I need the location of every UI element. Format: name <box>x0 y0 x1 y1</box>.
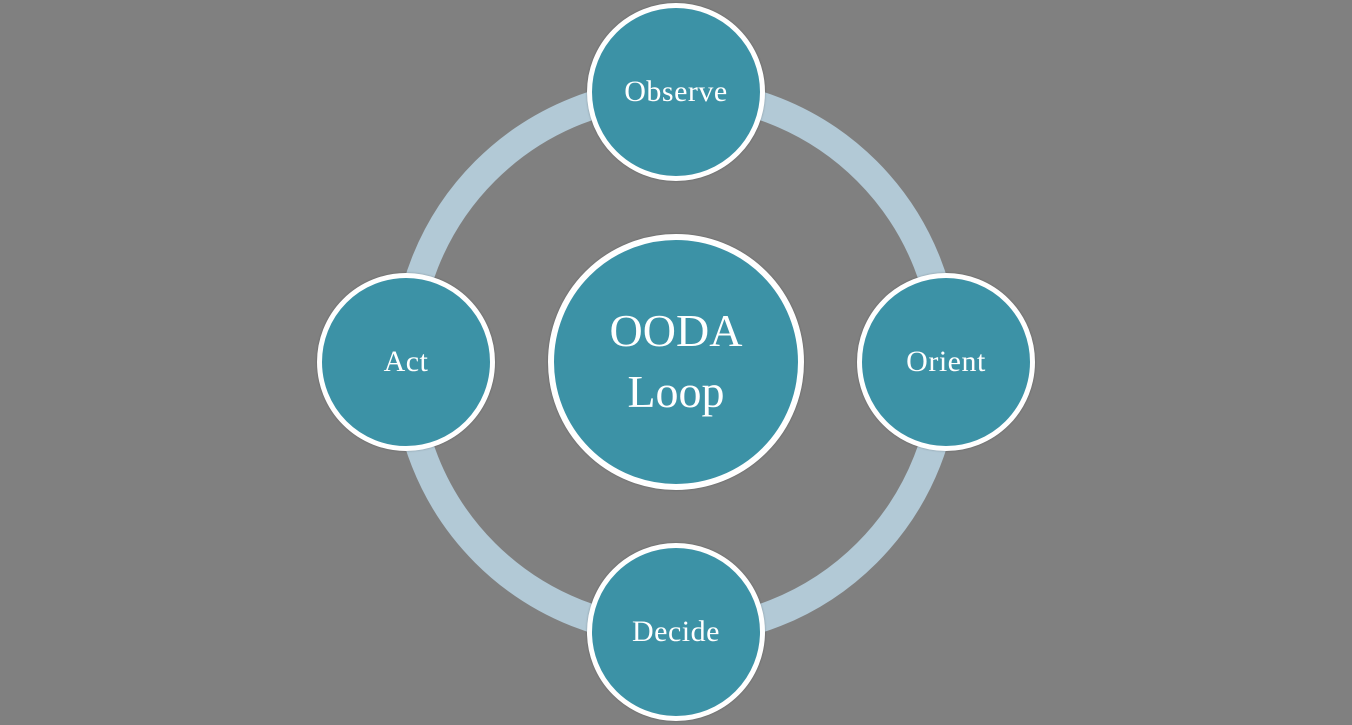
center-node-label-line1: OODA <box>609 305 743 357</box>
node-orient: Orient <box>857 273 1035 451</box>
node-act: Act <box>317 273 495 451</box>
node-decide: Decide <box>587 543 765 721</box>
center-node-label: OODA Loop <box>610 301 743 422</box>
node-orient-label: Orient <box>906 345 986 378</box>
node-observe-label: Observe <box>624 75 728 108</box>
node-decide-label: Decide <box>632 615 720 648</box>
center-node-label-line2: Loop <box>627 366 725 417</box>
node-observe: Observe <box>587 3 765 181</box>
node-act-label: Act <box>383 345 429 378</box>
center-node: OODA Loop <box>548 234 804 490</box>
